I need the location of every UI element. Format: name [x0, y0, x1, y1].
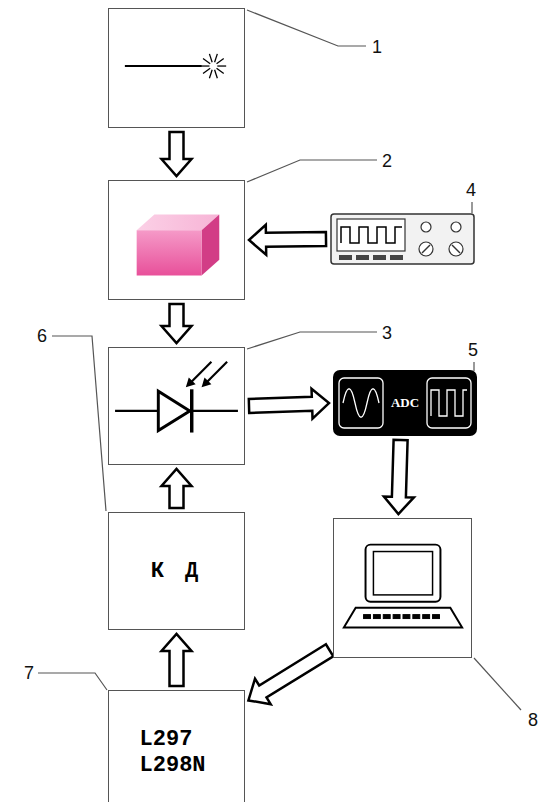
block-arrow: [162, 132, 192, 176]
diode-illustration: [109, 348, 244, 464]
diagram-node: L297 L298N7: [108, 690, 245, 802]
node-label: ADC: [391, 395, 419, 411]
block-arrow: [162, 469, 192, 508]
diagram-node: 8: [333, 518, 472, 658]
leader-line: [247, 160, 377, 182]
diagram-node: 3: [108, 347, 245, 465]
laptop-icon: [344, 545, 462, 628]
adc-icons: [339, 378, 471, 428]
leader-line: [38, 673, 107, 690]
callout-number: 1: [372, 38, 382, 56]
crystal-illustration: [109, 181, 244, 299]
diagram-node: 4: [330, 213, 475, 265]
block-arrow: [249, 389, 329, 419]
callout-number: 8: [528, 711, 538, 729]
callout-number: 3: [382, 324, 392, 342]
block-arrow: [249, 225, 326, 255]
node-label: L297 L298N: [140, 727, 214, 778]
diagram-node: 2: [108, 180, 245, 300]
callout-number: 5: [468, 341, 478, 359]
block-arrow: [162, 634, 192, 686]
block-arrow: [248, 644, 333, 704]
photodiode-symbol: [115, 362, 238, 433]
scope-illustration: [330, 213, 475, 265]
node-label: К Д: [151, 559, 203, 584]
laptop-illustration: [334, 519, 471, 657]
leader-line: [471, 202, 472, 213]
block-arrow: [162, 304, 192, 343]
callout-number: 7: [24, 664, 34, 682]
diagram-node: К Д6: [108, 512, 245, 630]
diagram-node: 1: [108, 8, 245, 128]
callout-number: 2: [382, 152, 392, 170]
leader-line: [247, 10, 366, 46]
laser-symbol: [125, 54, 226, 78]
leader-line: [247, 332, 377, 349]
leader-line: [473, 362, 474, 371]
leader-line: [52, 336, 106, 511]
diagram-node: ADC5: [333, 370, 477, 436]
callout-number: 4: [466, 181, 476, 199]
crystal-cube: [137, 214, 220, 275]
signal-generator: [331, 214, 474, 264]
block-arrow: [384, 440, 414, 514]
leader-line: [474, 658, 521, 710]
callout-number: 6: [37, 327, 47, 345]
laser-illustration: [109, 9, 244, 127]
